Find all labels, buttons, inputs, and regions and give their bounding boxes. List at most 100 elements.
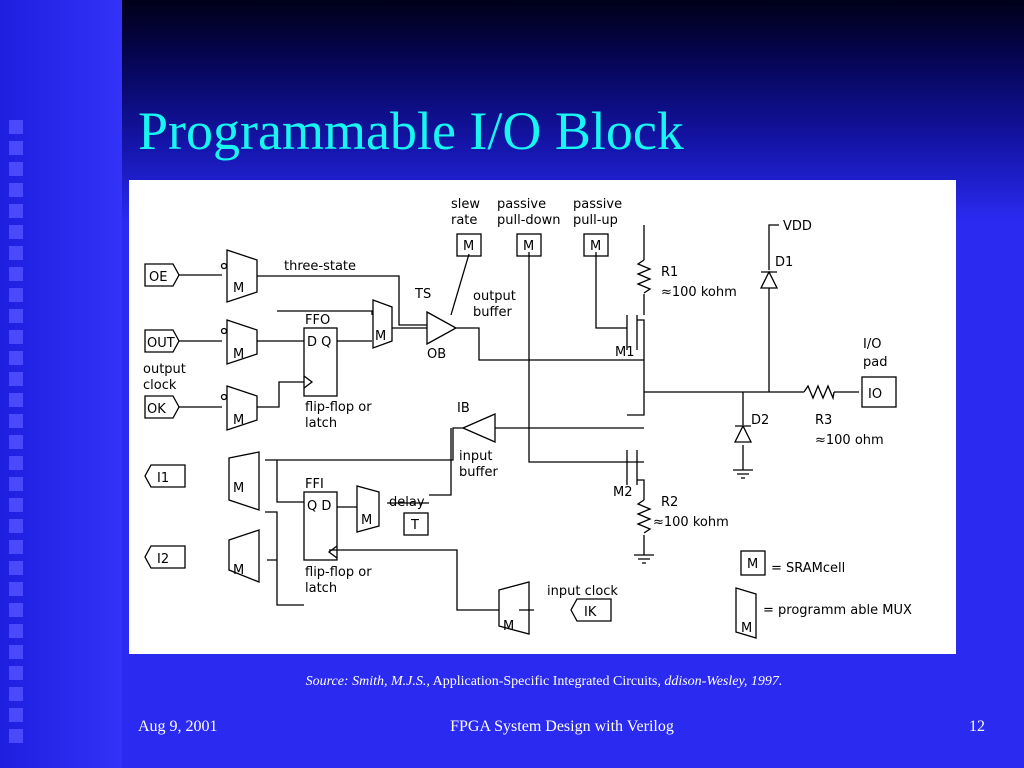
mux-label: M — [375, 329, 386, 344]
ts-label: TS — [414, 287, 431, 302]
caption-source: Source: Smith, M.J.S., — [305, 674, 430, 689]
output-buffer-label-2: buffer — [473, 305, 512, 320]
io-pad-label-1: I/O — [863, 337, 881, 352]
three-state-label: three-state — [284, 259, 356, 274]
io-pad-box: IO — [868, 387, 882, 402]
ffo-label: FFO — [305, 313, 330, 328]
sidebar-square — [9, 708, 23, 722]
pullup-label-1: passive — [573, 197, 622, 212]
legend-mux-label: M — [741, 621, 752, 636]
page-number: 12 — [969, 718, 985, 735]
sidebar-square — [9, 561, 23, 575]
out-pin: OUT — [147, 336, 175, 351]
sidebar-square — [9, 141, 23, 155]
ob-label: OB — [427, 347, 446, 362]
mux-label: M — [233, 347, 244, 362]
sidebar-square — [9, 477, 23, 491]
t-block: T — [410, 518, 419, 533]
io-pad-label-2: pad — [863, 355, 887, 370]
d1-label: D1 — [775, 255, 793, 270]
slew-label-1: slew — [451, 197, 480, 212]
sidebar-square — [9, 645, 23, 659]
delay-label: delay — [389, 495, 425, 510]
sidebar-decoration — [0, 0, 122, 768]
sidebar-square — [9, 498, 23, 512]
mux-label: M — [233, 563, 244, 578]
sram-label: M — [463, 239, 474, 254]
sidebar-square — [9, 351, 23, 365]
vdd-label: VDD — [783, 219, 812, 234]
m2-label: M2 — [613, 485, 633, 500]
output-clock-label-1: output — [143, 362, 186, 377]
sidebar-square — [9, 246, 23, 260]
caption-book: Application-Specific Integrated Circuits… — [432, 674, 661, 689]
ffo-pins: D Q — [307, 335, 331, 350]
sidebar-square — [9, 225, 23, 239]
sidebar-square — [9, 540, 23, 554]
sidebar-square — [9, 687, 23, 701]
caption-publisher: ddison-Wesley, 1997. — [664, 674, 783, 689]
sidebar-square — [9, 414, 23, 428]
sidebar-square — [9, 120, 23, 134]
ib-label: IB — [457, 401, 470, 416]
slide-title: Programmable I/O Block — [138, 101, 684, 161]
sidebar-square — [9, 603, 23, 617]
sidebar-square — [9, 309, 23, 323]
sidebar-square — [9, 393, 23, 407]
ffi-pins: Q D — [307, 499, 331, 514]
sidebar-square — [9, 519, 23, 533]
m1-label: M1 — [615, 345, 635, 360]
i2-pin: I2 — [157, 552, 169, 567]
footer-title: FPGA System Design with Verilog — [450, 718, 674, 735]
ffi-caption-1: flip-flop or — [305, 565, 372, 580]
i1-pin: I1 — [157, 471, 169, 486]
sram-label: M — [523, 239, 534, 254]
r3-value: ≈100 ohm — [815, 433, 884, 448]
legend-mux: = programm able MUX — [763, 603, 912, 618]
mux-label: M — [361, 513, 372, 528]
input-clock-label: input clock — [547, 584, 618, 599]
mux-label: M — [503, 619, 514, 634]
legend-sram-box: M — [747, 557, 758, 572]
ffi-label: FFI — [305, 477, 324, 492]
ffi-caption-2: latch — [305, 581, 337, 596]
mux-label: M — [233, 481, 244, 496]
sidebar-square — [9, 204, 23, 218]
footer-date: Aug 9, 2001 — [138, 718, 218, 735]
mux-label: M — [233, 281, 244, 296]
input-buffer-label-2: buffer — [459, 465, 498, 480]
ik-pin: IK — [584, 605, 597, 620]
pullup-label-2: pull-up — [573, 213, 618, 228]
legend-sram: = SRAMcell — [771, 561, 845, 576]
sram-label: M — [590, 239, 601, 254]
sidebar-square — [9, 624, 23, 638]
sidebar-square — [9, 267, 23, 281]
oe-pin: OE — [149, 270, 167, 285]
output-buffer-label-1: output — [473, 289, 516, 304]
sidebar-square — [9, 435, 23, 449]
mux-label: M — [233, 413, 244, 428]
ffo-caption-2: latch — [305, 416, 337, 431]
input-buffer-label-1: input — [459, 449, 492, 464]
output-clock-label-2: clock — [143, 378, 177, 393]
sidebar-square — [9, 666, 23, 680]
ok-pin: OK — [147, 402, 166, 417]
sidebar-square — [9, 162, 23, 176]
pulldown-label-1: passive — [497, 197, 546, 212]
ffo-caption-1: flip-flop or — [305, 400, 372, 415]
r1-label: R1 — [661, 265, 678, 280]
r2-value: ≈100 kohm — [653, 515, 729, 530]
slew-label-2: rate — [451, 213, 477, 228]
sidebar-square — [9, 288, 23, 302]
r3-label: R3 — [815, 413, 832, 428]
sidebar-square — [9, 729, 23, 743]
sidebar-square — [9, 456, 23, 470]
pulldown-label-2: pull-down — [497, 213, 560, 228]
sidebar-square — [9, 582, 23, 596]
sidebar-square — [9, 372, 23, 386]
io-block-diagram: slew rate passive pull-down passive pull… — [129, 180, 956, 654]
sidebar-square — [9, 183, 23, 197]
source-caption: Source: Smith, M.J.S., Application-Speci… — [0, 674, 1024, 690]
sidebar-square — [9, 330, 23, 344]
r1-value: ≈100 kohm — [661, 285, 737, 300]
